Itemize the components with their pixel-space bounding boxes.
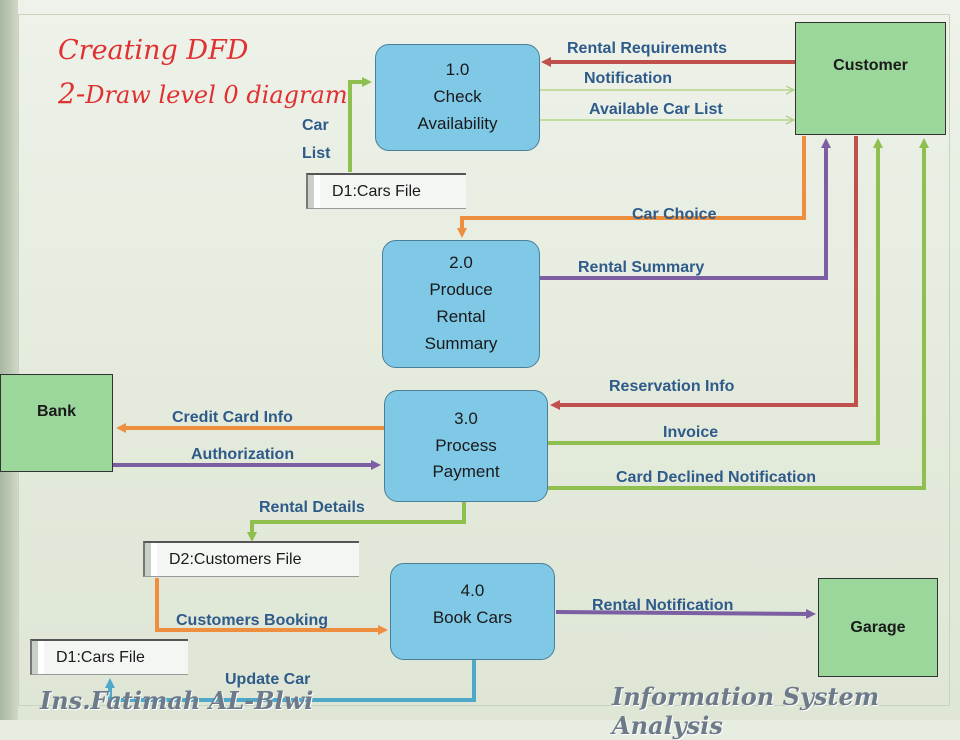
label-update-car: Update Car bbox=[225, 671, 311, 688]
datastore-cars-file-bottom: D1:Cars File bbox=[30, 639, 188, 675]
slide-title: Creating DFD 2-Draw level 0 diagram bbox=[58, 30, 348, 115]
label-available-car-list: Available Car List bbox=[589, 101, 723, 118]
process-name-line: Payment bbox=[432, 462, 500, 482]
flow-reservation-info bbox=[550, 136, 858, 410]
datastore-cars-file-top: D1:Cars File bbox=[306, 173, 466, 209]
label-invoice: Invoice bbox=[663, 424, 719, 441]
entity-customer: Customer bbox=[795, 22, 946, 135]
label-notification: Notification bbox=[584, 70, 672, 87]
process-process-payment: 3.0 Process Payment bbox=[384, 390, 548, 502]
process-name-line: Produce bbox=[429, 280, 493, 300]
label-credit-card-info: Credit Card Info bbox=[172, 409, 293, 426]
entity-bank: Bank bbox=[0, 374, 113, 472]
label-reservation-info: Reservation Info bbox=[609, 378, 735, 395]
flow-car-list bbox=[348, 77, 372, 172]
flow-rental-notification bbox=[555, 608, 816, 619]
flow-rental-summary bbox=[540, 138, 831, 280]
flow-customers-booking bbox=[155, 578, 388, 635]
label-car-list-line2: List bbox=[302, 145, 331, 162]
process-name-line: Process bbox=[435, 435, 497, 455]
process-number: 1.0 bbox=[445, 60, 470, 80]
label-rental-details: Rental Details bbox=[259, 499, 365, 516]
flow-invoice bbox=[548, 138, 883, 445]
footer-course: Information System Analysis bbox=[612, 682, 880, 740]
process-number: 2.0 bbox=[449, 253, 473, 273]
flow-update-car bbox=[105, 660, 476, 702]
flow-car-choice bbox=[457, 136, 806, 238]
title-line-2: 2-Draw level 0 diagram bbox=[58, 72, 348, 115]
label-authorization: Authorization bbox=[191, 446, 295, 463]
left-decorative-bar bbox=[0, 0, 18, 720]
datastore-customers-file: D2:Customers File bbox=[143, 541, 359, 577]
label-card-declined: Card Declined Notification bbox=[616, 469, 817, 486]
process-name-line: Rental bbox=[436, 307, 486, 326]
process-number: 4.0 bbox=[460, 581, 485, 600]
flow-arrows bbox=[105, 57, 929, 702]
process-name-line: Availability bbox=[417, 113, 498, 133]
process-check-availability: 1.0 Check Availability bbox=[375, 44, 540, 151]
process-name-line: Book Cars bbox=[432, 607, 513, 627]
process-book-cars: 4.0 Book Cars bbox=[390, 563, 555, 660]
entity-garage: Garage bbox=[818, 578, 938, 677]
title-line-1: Creating DFD bbox=[58, 35, 249, 66]
label-rental-requirements: Rental Requirements bbox=[567, 40, 728, 57]
flow-rental-details bbox=[247, 502, 466, 542]
label-car-choice: Car Choice bbox=[632, 206, 717, 223]
process-produce-rental-summary: 2.0 Produce Rental Summary bbox=[382, 240, 540, 368]
process-number: 3.0 bbox=[454, 408, 478, 428]
slide-frame bbox=[18, 14, 950, 706]
label-rental-notification: Rental Notification bbox=[592, 597, 734, 614]
label-car-list-line1: Car bbox=[302, 117, 329, 134]
title-line-2-text: Draw level 0 diagram bbox=[85, 80, 348, 109]
flow-card-declined bbox=[548, 138, 929, 490]
process-name-line: Check bbox=[433, 87, 482, 107]
title-line-2-prefix: 2- bbox=[58, 76, 86, 110]
label-customers-booking: Customers Booking bbox=[176, 612, 329, 629]
footer-instructor: Ins.Fatimah AL-Blwi bbox=[40, 686, 314, 715]
label-rental-summary: Rental Summary bbox=[578, 259, 705, 276]
process-name-line: Summary bbox=[424, 333, 498, 353]
